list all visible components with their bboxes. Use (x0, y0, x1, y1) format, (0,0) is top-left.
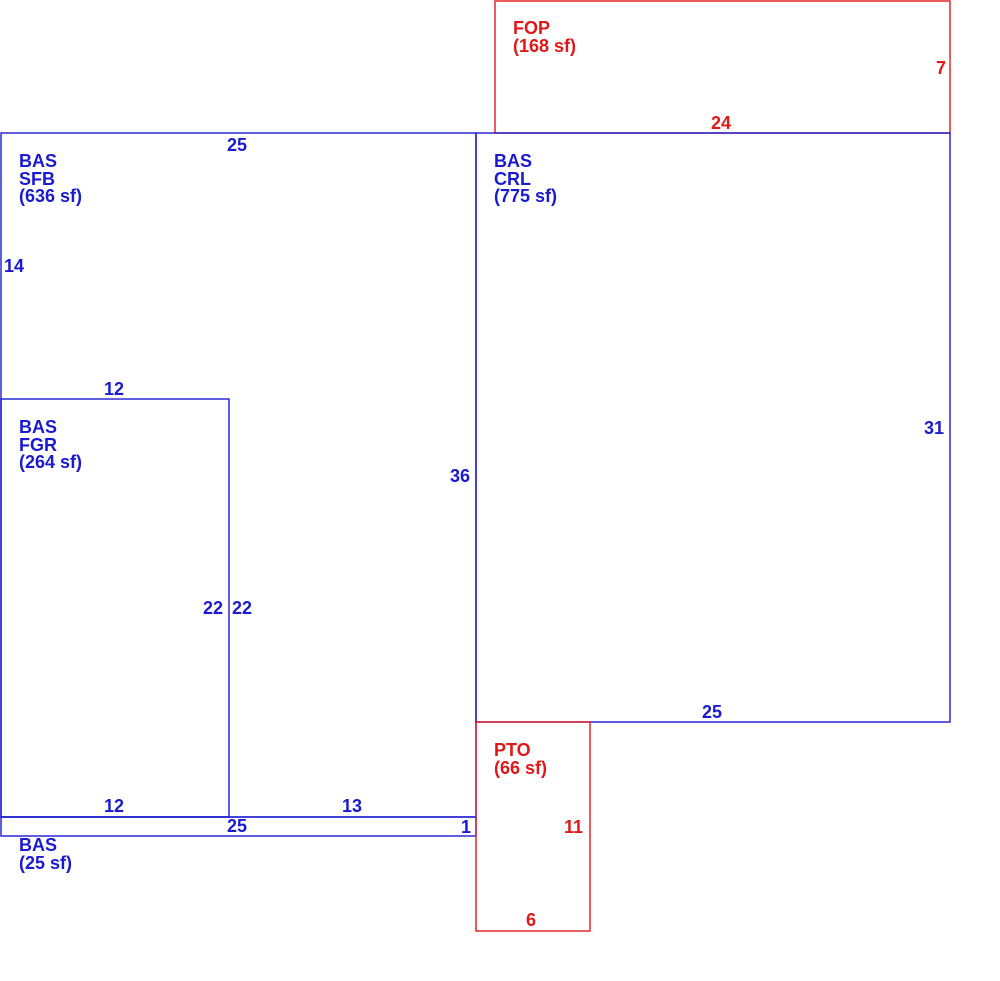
dim-fgr-bottom: 12 (104, 796, 124, 816)
sfb-label: BAS SFB (636 sf) (19, 151, 82, 206)
dim-fop-bottom: 24 (711, 113, 731, 133)
dim-pto-bottom: 6 (526, 910, 536, 930)
crl-label: BAS CRL (775 sf) (494, 151, 557, 206)
pto-label: PTO (66 sf) (494, 740, 547, 778)
sfb-outline (0, 132, 477, 818)
dim-strip-top: 25 (227, 816, 247, 836)
pto-outline (475, 721, 591, 932)
dim-fgr-top: 12 (104, 379, 124, 399)
dim-strip-right: 1 (461, 817, 471, 837)
dim-crl-right: 31 (924, 418, 944, 438)
dim-sfb-inner: 22 (232, 598, 252, 618)
dim-sfb-top: 25 (227, 135, 247, 155)
fgr-label: BAS FGR (264 sf) (19, 417, 82, 472)
crl-outline (475, 132, 951, 723)
dim-sfb-left: 14 (4, 256, 24, 276)
dim-sfb-bottom: 13 (342, 796, 362, 816)
dim-crl-bottom: 25 (702, 702, 722, 722)
dim-pto-right: 11 (564, 817, 583, 837)
fop-label: FOP (168 sf) (513, 18, 576, 56)
strip-label: BAS (25 sf) (19, 835, 72, 873)
dim-sfb-right: 36 (450, 466, 470, 486)
dim-fop-side: 7 (936, 58, 946, 78)
dim-fgr-right: 22 (203, 598, 223, 618)
